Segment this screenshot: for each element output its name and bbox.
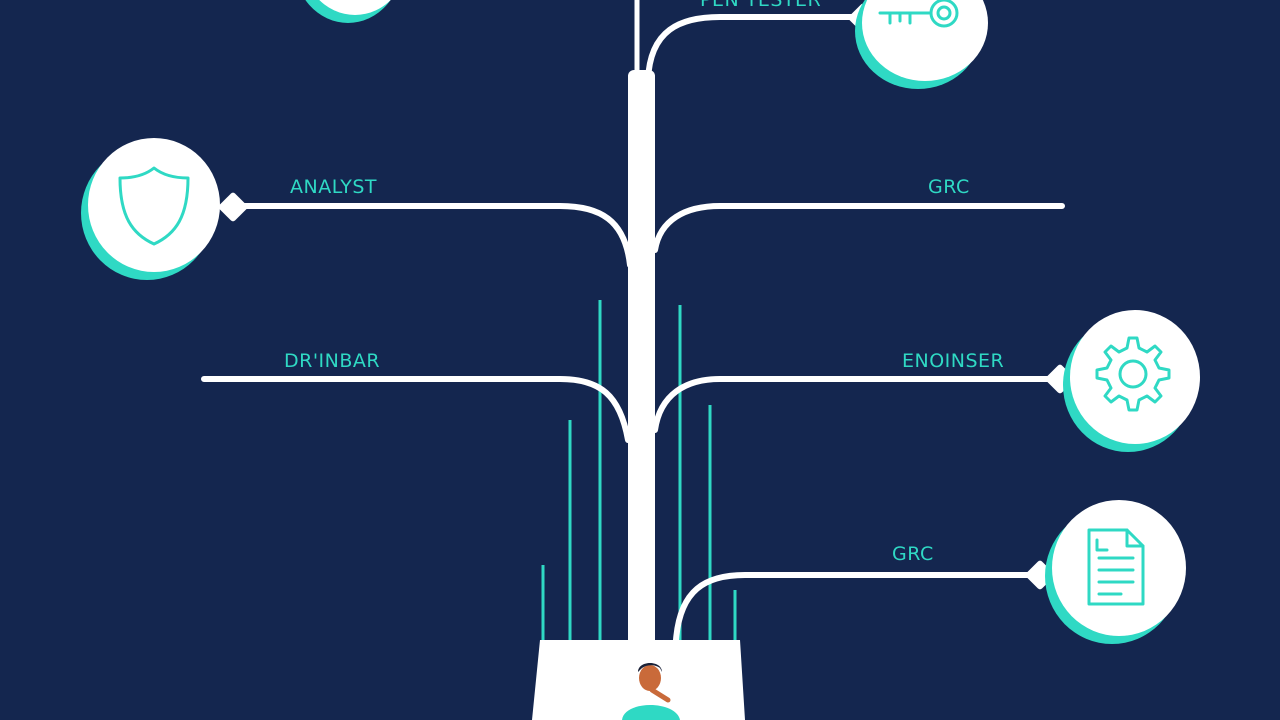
branch-right-lower — [673, 572, 1033, 643]
key-icon — [878, 0, 959, 28]
document-icon — [1087, 528, 1145, 606]
shield-icon — [118, 166, 190, 246]
gear-icon — [1095, 336, 1171, 412]
branch-top-right — [645, 14, 858, 83]
branch-right-middle — [652, 376, 1053, 433]
branch-right-upper — [652, 203, 1065, 253]
label-pen-tester: PEN TESTER — [700, 0, 822, 11]
tree-base — [532, 640, 745, 720]
label-grc-lower: GRC — [892, 543, 934, 565]
node-pen-tester — [847, 0, 990, 85]
node-engineer — [1044, 310, 1205, 450]
tree-trunk — [628, 70, 655, 650]
label-grc-upper: GRC — [928, 176, 970, 198]
accent-lines — [541, 300, 737, 640]
branch-left-lower — [201, 376, 631, 443]
node-grc-document — [1024, 500, 1190, 645]
label-engineer: ENOINSER — [902, 350, 1005, 372]
label-analyst: ANALYST — [290, 176, 378, 198]
person-figure — [622, 663, 680, 720]
label-left-lower: DR'INBAR — [284, 350, 381, 372]
branch-left-upper — [237, 203, 633, 268]
node-analyst — [82, 138, 249, 278]
